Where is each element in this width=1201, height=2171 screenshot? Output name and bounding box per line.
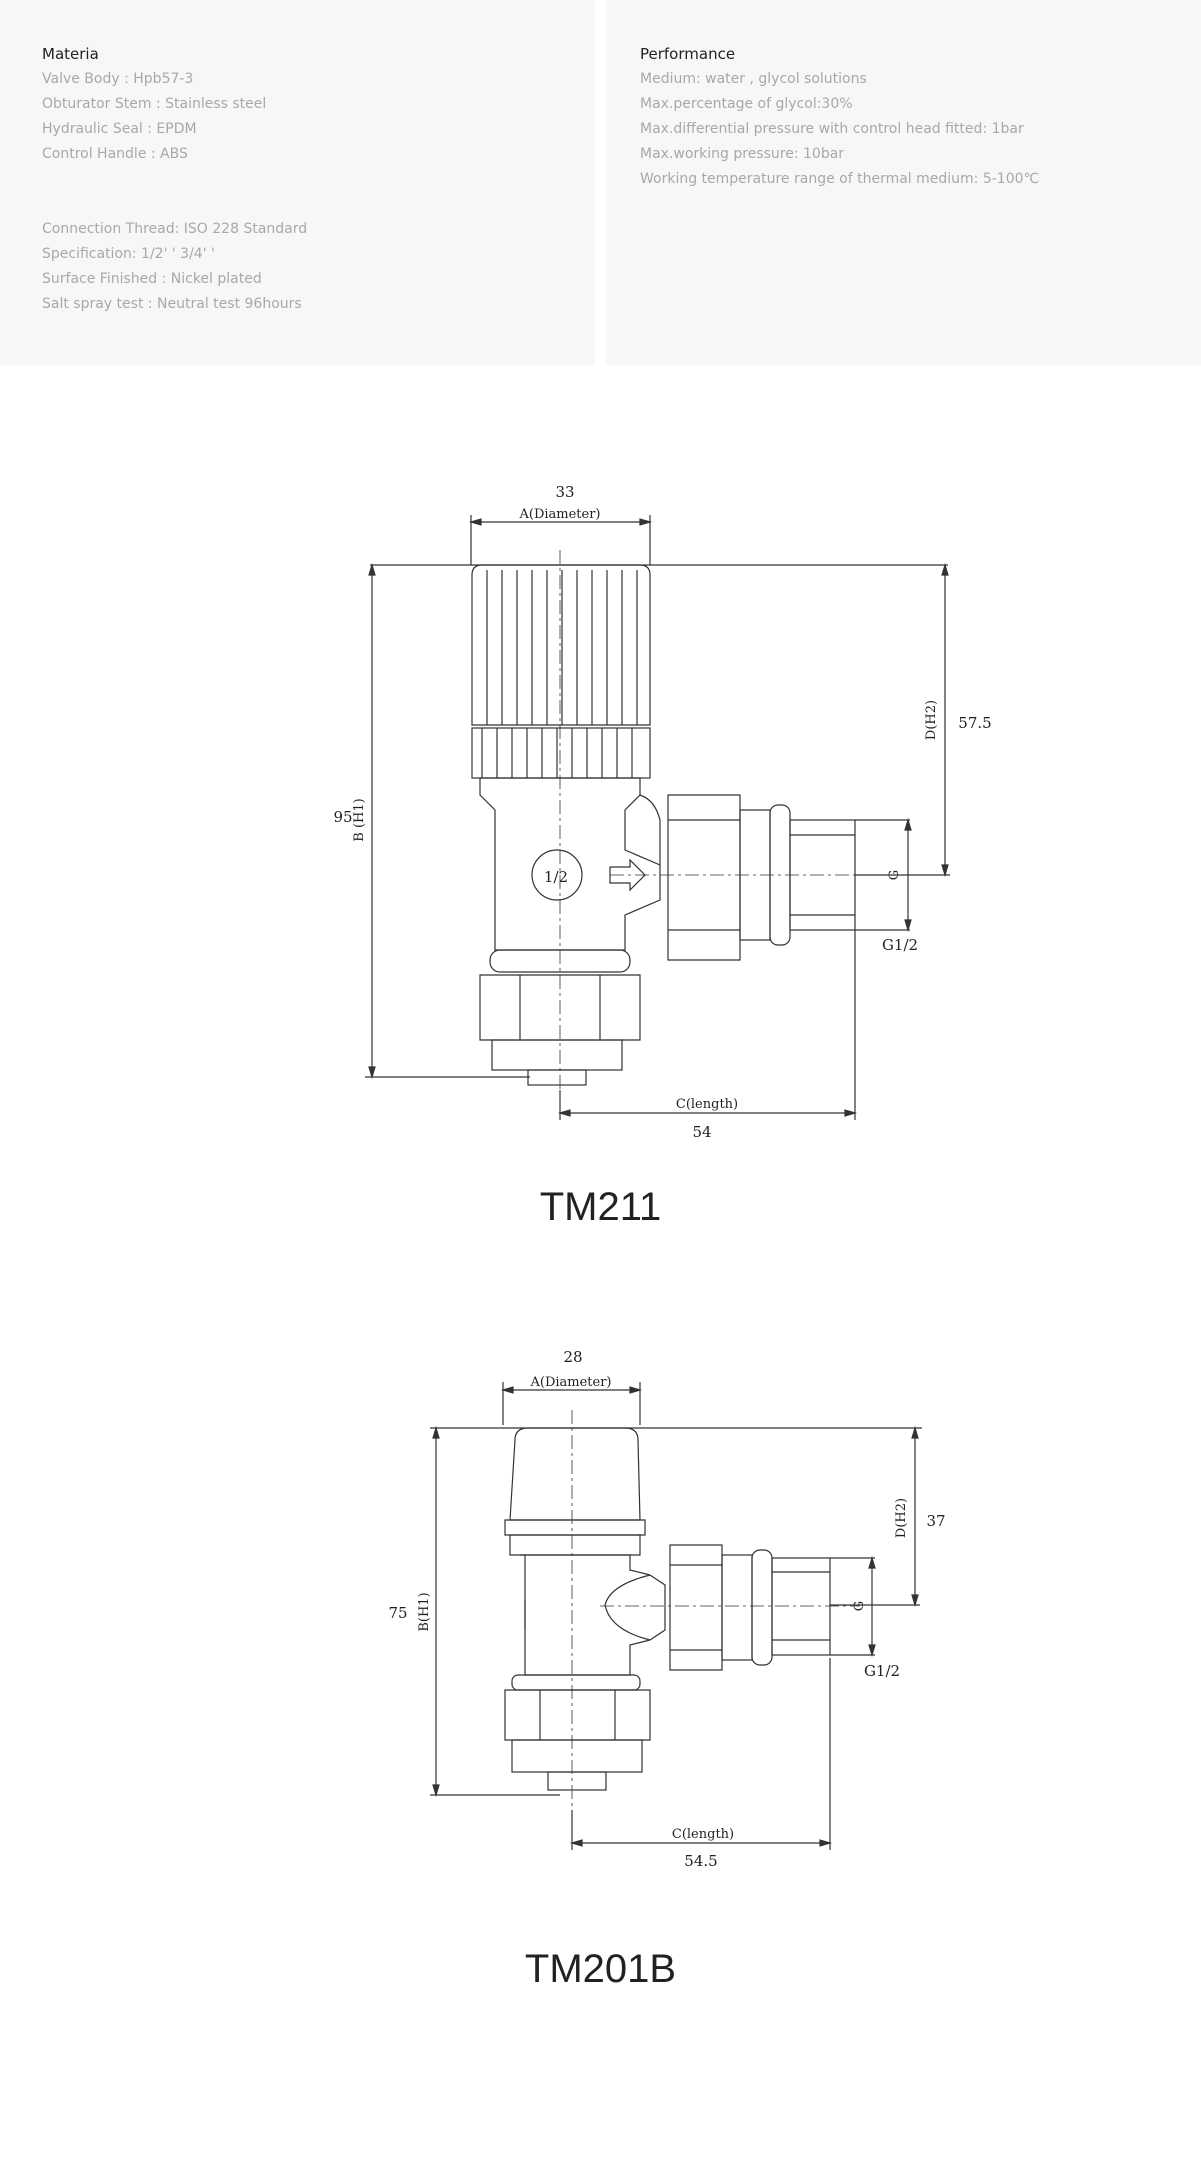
tm211-height-value: 95 — [333, 808, 352, 826]
spec-valve-body: Valve Body : Hpb57-3 — [42, 71, 194, 87]
tm201b-length-dimension: C(length) 54.5 — [569, 1658, 833, 1870]
spec-working-pressure: Max.working pressure: 10bar — [640, 146, 845, 162]
performance-list: Medium: water , glycol solutions Max.per… — [640, 67, 1201, 192]
materials-list-1: Valve Body : Hpb57-3 Obturator Stem : St… — [42, 67, 595, 167]
tm201b-thread-label: G1/2 — [864, 1662, 900, 1680]
tm211-g-label: G — [887, 870, 902, 880]
spec-hydraulic-seal: Hydraulic Seal : EPDM — [42, 121, 197, 137]
tm211-size-mark: 1/2 — [544, 868, 568, 886]
tm211-h2-label: D(H2) — [924, 700, 939, 740]
spec-control-handle: Control Handle : ABS — [42, 146, 188, 162]
tm211-height-label: B (H1) — [352, 798, 367, 841]
tm211-thread-label: G1/2 — [882, 936, 918, 954]
spec-surface-finish: Surface Finished : Nickel plated — [42, 271, 262, 287]
performance-title: Performance — [640, 45, 736, 63]
materials-panel: Materia Valve Body : Hpb57-3 Obturator S… — [0, 0, 595, 365]
tm201b-length-value: 54.5 — [684, 1852, 717, 1870]
tm211-length-label: C(length) — [676, 1097, 738, 1112]
tm211-length-dimension: C(length) 54 — [557, 930, 858, 1141]
tm201b-diameter-value: 28 — [563, 1348, 582, 1366]
tm201b-diameter-label: A(Diameter) — [529, 1375, 611, 1390]
tm201b-model-title: TM201B — [524, 1947, 677, 1991]
spec-differential-pressure: Max.differential pressure with control h… — [640, 121, 1024, 137]
tm211-model-title: TM211 — [539, 1185, 662, 1229]
tm201b-height-label: B(H1) — [417, 1592, 432, 1631]
tm201b-h2-dimension: D(H2) 37 — [830, 1425, 946, 1608]
tm211-drawing: 33 A(Diameter) 95 B (H1) D(H2) 57.5 — [0, 470, 1201, 1150]
tm201b-g-dimension: G G1/2 — [830, 1555, 900, 1680]
materials-list-2: Connection Thread: ISO 228 Standard Spec… — [42, 217, 595, 317]
spec-glycol: Max.percentage of glycol:30% — [640, 96, 853, 112]
spec-medium: Medium: water , glycol solutions — [640, 71, 867, 87]
tm211-g-dimension: G G1/2 — [855, 817, 918, 954]
tm201b-height-value: 75 — [388, 1604, 407, 1622]
tm201b-valve-outline — [504, 1427, 831, 1791]
tm211-diameter-dimension: 33 A(Diameter) — [468, 483, 653, 565]
materials-title: Materia — [42, 45, 99, 63]
tm211-length-value: 54 — [692, 1123, 711, 1141]
performance-panel: Performance Medium: water , glycol solut… — [606, 0, 1201, 365]
tm211-diameter-value: 33 — [555, 483, 574, 501]
tm201b-length-label: C(length) — [672, 1827, 734, 1842]
tm211-height-dimension: 95 B (H1) — [333, 562, 530, 1080]
spec-specification: Specification: 1/2' ' 3/4' ' — [42, 246, 215, 262]
tm211-h2-value: 57.5 — [958, 714, 991, 732]
tm211-valve-outline: 1/2 — [471, 564, 856, 1086]
tm201b-diameter-dimension: 28 A(Diameter) — [500, 1348, 643, 1425]
tm211-h2-dimension: D(H2) 57.5 — [855, 562, 992, 878]
tm201b-drawing: 28 A(Diameter) 75 B(H1) D(H2) 37 — [0, 1340, 1201, 1900]
spec-obturator-stem: Obturator Stem : Stainless steel — [42, 96, 267, 112]
spec-connection-thread: Connection Thread: ISO 228 Standard — [42, 221, 308, 237]
spec-temperature-range: Working temperature range of thermal med… — [640, 171, 1040, 187]
tm201b-h2-label: D(H2) — [894, 1498, 909, 1538]
tm201b-h2-value: 37 — [926, 1512, 945, 1530]
spec-salt-spray: Salt spray test : Neutral test 96hours — [42, 296, 302, 312]
tm201b-height-dimension: 75 B(H1) — [388, 1425, 560, 1798]
tm211-diameter-label: A(Diameter) — [518, 507, 600, 522]
